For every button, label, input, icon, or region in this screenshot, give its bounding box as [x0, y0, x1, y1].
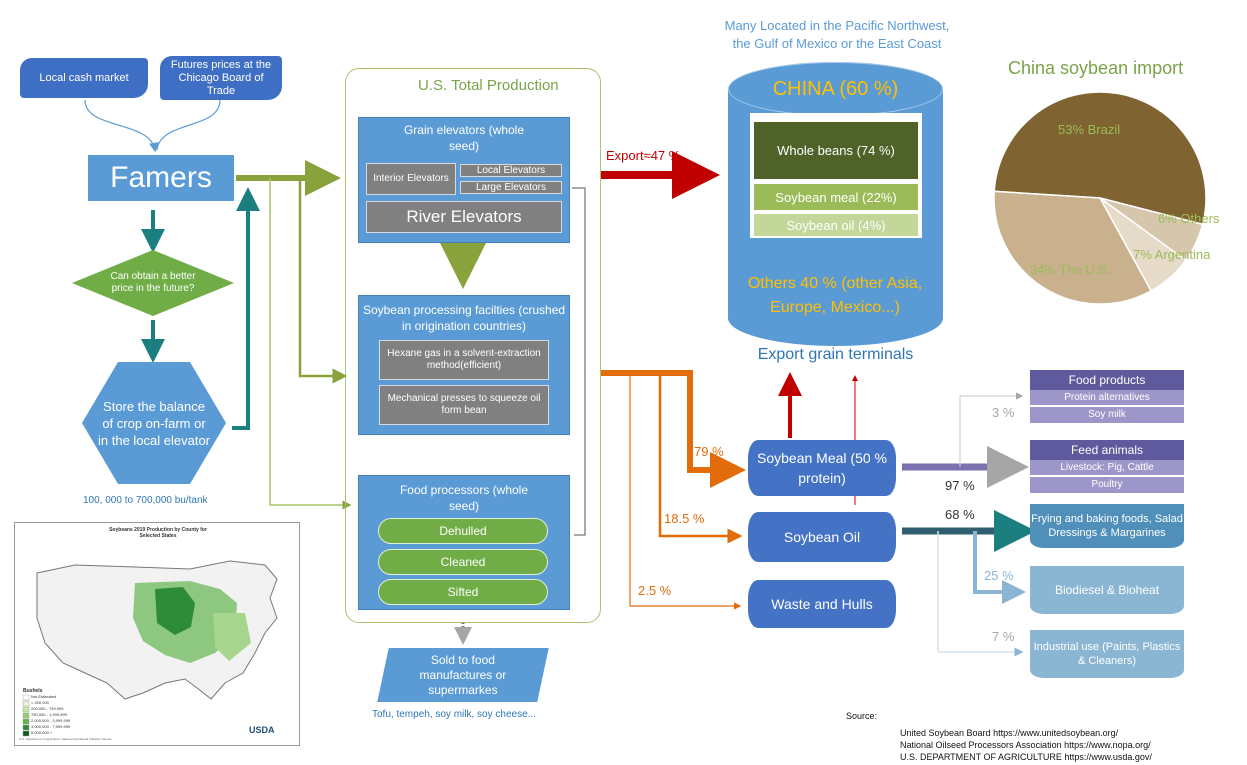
feed-item-poultry: Poultry — [1030, 477, 1184, 493]
feed-animals-header: Feed animals — [1030, 440, 1184, 460]
food-products-header: Food products — [1030, 370, 1184, 390]
soybean-meal-share: Soybean meal (22%) — [754, 184, 918, 210]
source-link[interactable]: U.S. DEPARTMENT OF AGRICULTURE https://w… — [900, 752, 1152, 762]
pie-slice-us — [993, 190, 1153, 305]
grain-elevators-title: Grain elevators (whole seed) — [403, 123, 525, 153]
pie-label-argentina: 7% Argentina — [1133, 247, 1211, 262]
biodiesel-percent: 25 % — [984, 568, 1014, 583]
china-title: CHINA (60 %) — [772, 77, 899, 100]
food-percent: 3 % — [992, 405, 1015, 420]
production-title: U.S. Total Production — [418, 77, 559, 94]
sold-box: Sold to food manufactures or supermarkes — [377, 648, 549, 702]
export-terminals-label: Export grain terminals — [757, 346, 914, 363]
map-legend-title: Bushels — [23, 688, 43, 694]
store-hexagon: Store the balance of crop on-farm or in … — [82, 362, 226, 484]
hexane-method: Hexane gas in a solvent-extraction metho… — [379, 340, 549, 380]
usda-logo: USDA — [249, 725, 275, 735]
soybean-production-map: Soybeans 2019 Production by County for S… — [14, 522, 300, 746]
production-container — [345, 68, 601, 623]
ports-note: Many Located in the Pacific Northwest, t… — [724, 18, 950, 51]
biodiesel-box: Biodiesel & Bioheat — [1030, 566, 1184, 614]
waste-percent: 2.5 % — [638, 583, 672, 598]
processing-title: Soybean processing facilties (crushed in… — [362, 303, 566, 333]
pie-label-others: 6% Others — [1158, 211, 1220, 226]
cleaned-step: Cleaned — [378, 549, 548, 575]
river-elevators: River Elevators — [366, 201, 562, 233]
others-export: Others 40 % (other Asia, Europe, Mexico.… — [747, 275, 923, 316]
frying-foods-box: Frying and baking foods, Salad Dressings… — [1030, 504, 1184, 548]
waste-hulls-node: Waste and Hulls — [748, 580, 896, 628]
food-processors-title: Food processors (whole seed) — [399, 483, 529, 513]
sources-list: United Soybean Board https://www.uniteds… — [900, 727, 1152, 763]
interior-elevators: Interior Elevators — [366, 163, 456, 195]
source-link[interactable]: United Soybean Board https://www.uniteds… — [900, 728, 1119, 738]
soybean-meal-node: Soybean Meal (50 % protein) — [748, 440, 896, 496]
feed-percent: 97 % — [945, 478, 975, 493]
pie-label-brazil: 53% Brazil — [1058, 122, 1121, 137]
pie-slice-brazil — [993, 91, 1207, 226]
industrial-percent: 7 % — [992, 629, 1015, 644]
food-item-soymilk: Soy milk — [1030, 407, 1184, 423]
soybean-oil-share: Soybean oil (4%) — [754, 214, 918, 236]
pie-title: China soybean import — [1008, 58, 1184, 78]
soybean-oil-node: Soybean Oil — [748, 512, 896, 562]
source-link[interactable]: National Oilseed Processors Association … — [900, 740, 1151, 750]
sold-examples: Tofu, tempeh, soy milk, soy cheese... — [372, 709, 536, 720]
local-elevators: Local Elevators — [460, 164, 562, 177]
local-cash-market-box: Local cash market — [20, 58, 148, 98]
map-footer: U.S. Department of Agriculture, National… — [19, 737, 112, 741]
futures-prices-box: Futures prices at the Chicago Board of T… — [160, 56, 282, 100]
frying-percent: 68 % — [945, 507, 975, 522]
mechanical-presses: Mechanical presses to squeeze oil form b… — [379, 385, 549, 425]
oil-percent: 18.5 % — [664, 511, 705, 526]
whole-beans: Whole beans (74 %) — [754, 122, 918, 179]
map-title: Soybeans 2019 Production by County for S… — [109, 527, 207, 539]
capacity-text: 100, 000 to 700,000 bu/tank — [83, 495, 208, 506]
pie-label-us: 34% The U.S. — [1030, 262, 1111, 277]
large-elevators: Large Elevators — [460, 181, 562, 194]
dehulled-step: Dehulled — [378, 518, 548, 544]
feed-item-livestock: Livestock: Pig, Cattle — [1030, 460, 1184, 476]
food-item-protein: Protein alternatives — [1030, 390, 1184, 406]
meal-percent: 79 % — [694, 444, 724, 459]
export-label: Export≈47 % — [606, 148, 681, 163]
us-map-shape — [22, 560, 278, 737]
farmers-box: Famers — [88, 155, 234, 201]
industrial-use-box: Industrial use (Paints, Plastics & Clean… — [1030, 630, 1184, 678]
sifted-step: Sifted — [378, 579, 548, 605]
china-import-pie — [993, 91, 1207, 305]
source-label: Source: — [846, 711, 878, 721]
